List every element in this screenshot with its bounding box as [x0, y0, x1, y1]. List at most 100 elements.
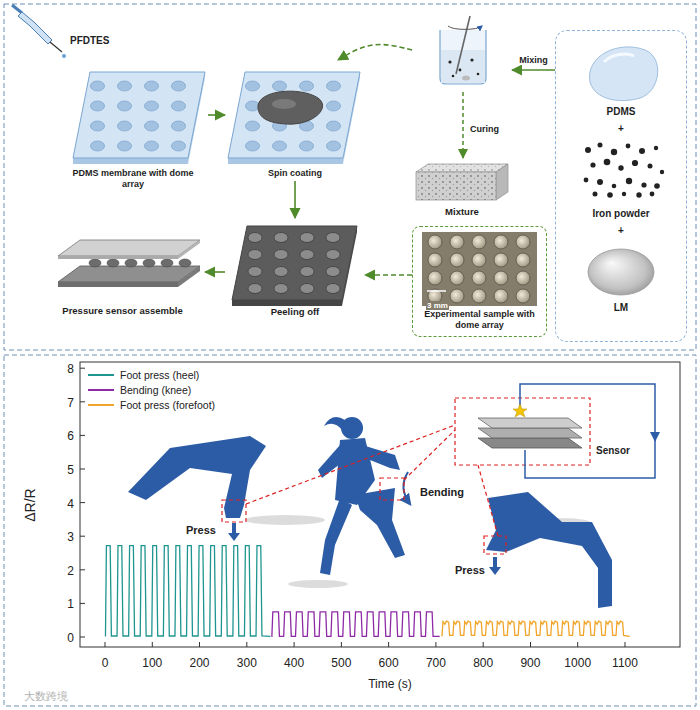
- step-label: Curing: [470, 124, 499, 134]
- legend-text: Bending (knee): [120, 384, 191, 396]
- sensor-location: [484, 536, 506, 554]
- iron-powder: [611, 149, 617, 155]
- pipette: [50, 42, 62, 52]
- sensor-assembly: [86, 258, 194, 268]
- step-caption: Experimental sample with dome array: [417, 309, 542, 331]
- sensor-icon: [478, 428, 582, 438]
- beaker: [441, 50, 485, 83]
- label-anchor: 0: [67, 628, 74, 646]
- iron-powder: [626, 178, 632, 184]
- iron-powder: [654, 146, 658, 150]
- tick-label: 5: [67, 464, 74, 478]
- pdms-blob: [590, 47, 658, 101]
- tick-label: 1: [67, 598, 74, 612]
- liquid-metal-drop: [588, 249, 654, 295]
- signal-trace: [271, 612, 439, 637]
- iron-powder: [654, 183, 660, 189]
- iron-powder: [636, 192, 641, 197]
- sensor-icon: [478, 418, 582, 428]
- beaker: [448, 26, 482, 29]
- legend-item: Foot press (heel): [88, 367, 215, 382]
- label-anchor: 3 mm: [426, 294, 449, 312]
- step-caption: Iron powder: [560, 207, 682, 220]
- step-caption: Mixture: [416, 206, 508, 217]
- pdms-blob: [590, 47, 658, 101]
- label-anchor: 3: [67, 527, 74, 545]
- sensor-icon: [650, 432, 660, 442]
- sample-photo: [427, 290, 446, 292]
- sensor-location: [478, 465, 498, 536]
- chart-frame: [80, 362, 680, 647]
- tick-label: 8: [67, 363, 74, 377]
- iron-powder: [612, 184, 617, 189]
- sensor-assembly: [58, 256, 178, 259]
- beaker: [448, 60, 451, 63]
- label-anchor: 1000: [564, 653, 591, 671]
- chart-frame: [80, 362, 680, 647]
- iron-powder: [590, 162, 595, 167]
- sample-photo: [422, 232, 537, 306]
- pipette: [62, 54, 66, 58]
- tick-label: 7: [67, 397, 74, 411]
- spin-coating: [228, 72, 360, 164]
- chart-frame: [105, 642, 625, 647]
- label-anchor: 900: [520, 653, 540, 671]
- tick-label: 300: [237, 657, 257, 671]
- iron-powder: [650, 192, 655, 197]
- process-step: PDMS+Iron powder+LM: [555, 30, 687, 342]
- tick-label: 4: [67, 498, 74, 512]
- iron-powder: [597, 179, 603, 185]
- label-anchor: 300: [237, 653, 257, 671]
- peeled-layer: [242, 229, 346, 297]
- label-anchor: Bending: [420, 482, 464, 500]
- sensor-label: Sensor: [596, 445, 630, 457]
- iron-powder: [584, 178, 589, 183]
- step-caption: Peeling off: [229, 306, 361, 317]
- process-step: Experimental sample with dome array: [412, 226, 547, 337]
- sensor-location: [222, 500, 246, 522]
- iron-powder: [607, 192, 613, 198]
- pipette: [12, 5, 22, 13]
- iron-powder: [641, 182, 646, 187]
- label-anchor: 100: [142, 653, 162, 671]
- peeled-layer: [232, 226, 357, 300]
- runner-silhouette: [128, 436, 266, 518]
- tick-label: 200: [190, 657, 210, 671]
- chart-frame: [80, 368, 85, 637]
- label-anchor: 400: [284, 653, 304, 671]
- arrow-label: Mixing: [517, 55, 550, 65]
- process-step: PDMS membrane with dome array: [58, 60, 208, 192]
- label-anchor: Press: [455, 560, 485, 578]
- beaker: [452, 75, 455, 78]
- label-anchor: Sensor: [596, 440, 630, 458]
- process-step: Pressure sensor assemble: [40, 225, 205, 318]
- spin-coating: [228, 72, 360, 164]
- sample-photo: [424, 233, 534, 305]
- axis-title: Time (s): [368, 678, 412, 692]
- mixture-block: [416, 172, 496, 200]
- sensor-assembly: [58, 282, 178, 287]
- tick-label: 6: [67, 430, 74, 444]
- curing-arrow: [462, 92, 464, 158]
- step-caption: Spin coating: [229, 168, 361, 179]
- legend-swatch: [88, 374, 114, 376]
- step-caption: Pressure sensor assemble: [44, 305, 201, 316]
- sensor-icon: [520, 384, 655, 478]
- process-step: Mixture: [412, 20, 512, 219]
- flow-arrow: [294, 181, 296, 218]
- label-anchor: Press: [186, 520, 216, 538]
- step-caption: +: [560, 224, 682, 237]
- iron-powder: [622, 192, 626, 196]
- runner-silhouette: [128, 417, 612, 608]
- tick-label: 400: [284, 657, 304, 671]
- panel-frame: [4, 355, 696, 706]
- runner-silhouette: [486, 492, 612, 608]
- tick-label: 3: [67, 531, 74, 545]
- pdms-membrane: [73, 72, 205, 164]
- legend-item: Foot press (forefoot): [88, 397, 215, 412]
- label-anchor: 7: [67, 393, 74, 411]
- tick-label: 800: [473, 657, 493, 671]
- label-anchor: Time (s): [368, 674, 412, 692]
